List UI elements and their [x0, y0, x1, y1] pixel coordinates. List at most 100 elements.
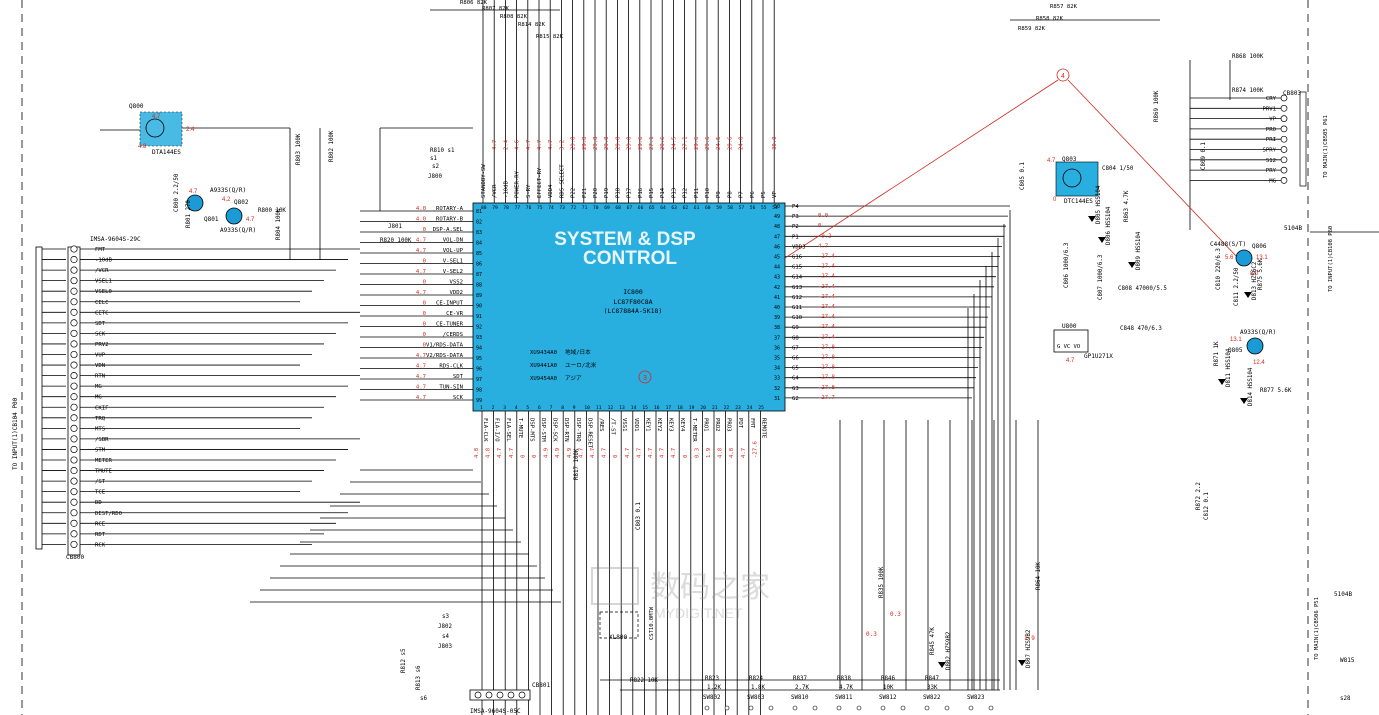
cb800-pin-name: /SBR	[95, 437, 109, 443]
cb800-pin	[70, 340, 78, 348]
right-pin-name: G13	[792, 285, 802, 291]
d814-symbol	[1240, 398, 1248, 404]
switch-label: SW802	[703, 695, 720, 701]
top-pin-volt: 27.1	[649, 137, 655, 150]
c803-label: C803 0.1	[636, 502, 642, 530]
left-pin-name: VOL-UP	[443, 248, 464, 254]
right-pin-num: 45	[774, 255, 780, 261]
cb800-pin-name: MG	[95, 395, 102, 401]
callout-4-label: 4	[1061, 73, 1065, 80]
left-pin-volt: 4.7	[416, 238, 426, 244]
r875-label: R875 5.6K	[1258, 258, 1264, 290]
top-pin-volt: 30.0	[772, 137, 778, 150]
cb801-pin	[518, 691, 526, 699]
top-pin-name: P15	[649, 188, 655, 198]
left-pin-num: 91	[476, 314, 482, 320]
bottom-pin-volt: -27.6	[752, 441, 758, 458]
right-pin-volt: -27.8	[818, 355, 835, 361]
top-pin-name: P17	[627, 188, 633, 198]
sw-res-val: 1.8K	[751, 685, 765, 691]
r864-label: R864 10K	[1036, 562, 1042, 590]
d802-symbol	[938, 662, 946, 668]
switch-label: SW803	[747, 695, 765, 701]
cb803-pin-name: PRV1	[1263, 106, 1276, 112]
ic800-part2: (LC87884A-5K18)	[604, 307, 663, 315]
bottom-pin-name: FMT	[749, 418, 755, 429]
c848-label: C848 470/6.3	[1120, 326, 1162, 332]
top-pin-name: P12	[683, 188, 689, 198]
bottom-pin-num: 21	[712, 405, 718, 411]
top-pin-volt: 29.8	[571, 136, 577, 150]
r868-label: R868 100K	[1232, 54, 1264, 60]
bottom-pin-num: 18	[677, 405, 683, 411]
top-pin-volt: 29.6	[638, 137, 644, 150]
cb803-caption: TO MAIN(1)CB505 P61	[1323, 115, 1329, 178]
cb800-pin-name: RTN	[95, 374, 105, 380]
d805-symbol	[1088, 216, 1096, 222]
bottom-pin-name: PDT	[737, 418, 743, 429]
bottom-pin-num: 2	[492, 405, 495, 411]
ic800-title-line2: CONTROL	[583, 248, 677, 269]
cb800-pin-name: METER	[95, 458, 112, 464]
variant-desc: 地域/日本	[565, 348, 591, 356]
xl800-ref: XL800	[609, 634, 627, 641]
r804-label: R804 100K	[276, 208, 282, 240]
mid-volt: 0.3	[866, 631, 877, 638]
top-pin-volt: 27.1	[683, 137, 689, 150]
probe-line-4	[784, 79, 1059, 259]
left-pin-name: ROTARY-B	[436, 217, 464, 223]
q806-v3: 8.0	[1250, 271, 1259, 277]
right-pin-name: G11	[792, 305, 802, 311]
top-pin-volt: 4.7	[548, 140, 554, 150]
right-pin-name: P3	[792, 214, 799, 220]
u800-body	[1053, 329, 1089, 353]
cb800-pin-name: DEST/RD0	[95, 511, 122, 517]
sw-res-ref: R847	[925, 676, 939, 682]
bottom-pin-volt: 4.9	[544, 448, 550, 458]
top-pin-num: 54	[772, 205, 778, 211]
switch-contact	[748, 705, 754, 711]
top-res-label: R807 82K	[482, 6, 510, 12]
q803-symbol	[1062, 168, 1082, 188]
cb800-ref: CB800	[66, 554, 84, 561]
left-pin-volt: 4.7	[416, 385, 426, 391]
right-pin-volt: -27.4	[818, 324, 835, 330]
bottom-pin-num: 25	[758, 405, 764, 411]
cb803-pin-name: VP	[1269, 117, 1276, 123]
sw-res-val: 4.7K	[839, 685, 853, 691]
q805-ref: Q805	[1228, 347, 1243, 354]
r801-label: R801 270	[186, 200, 192, 228]
right-pin-volt: 0.0	[818, 213, 828, 219]
xl800-box	[599, 611, 639, 639]
top-pin-name: P13	[671, 188, 677, 198]
right-pin-name: G10	[792, 315, 802, 321]
switch-contact	[704, 705, 710, 711]
q805-v2: 12.4	[1253, 360, 1265, 366]
left-pin-num: 95	[476, 356, 482, 362]
cb800-pin	[70, 414, 78, 422]
bottom-pin-volt: 4.7	[671, 448, 677, 458]
q806-part: C4488(S/T)	[1210, 241, 1246, 248]
cb800-pin	[70, 540, 78, 548]
u800-part: GP1U271X	[1084, 353, 1113, 360]
cb803-pin	[1280, 166, 1288, 174]
net-w815: W815	[1340, 657, 1355, 664]
cb801-pin	[496, 691, 504, 699]
net-5104b: 5104B	[1284, 225, 1302, 232]
q800-v1: 4.7	[152, 114, 161, 120]
ic800-title-line1: SYSTEM & DSP	[554, 229, 696, 250]
left-pin-num: 86	[476, 262, 482, 268]
top-pin-volt: 29.8	[582, 136, 588, 150]
top-pin-name: P19	[604, 188, 610, 198]
right-pin-num: 37	[774, 335, 780, 341]
watermark: 数码之家 MYDIGIT.NET	[591, 567, 770, 621]
bottom-pin-volt: 0	[532, 455, 538, 458]
right-pin-name: P4	[792, 204, 799, 210]
bottom-pin-volt: 4.8	[729, 447, 735, 458]
bottom-pin-volt: 4.7	[497, 448, 503, 458]
cb800-pin-name: CKIF	[95, 405, 109, 411]
sw-res-val: 10K	[883, 685, 894, 691]
left-pin-num: 89	[476, 293, 482, 299]
